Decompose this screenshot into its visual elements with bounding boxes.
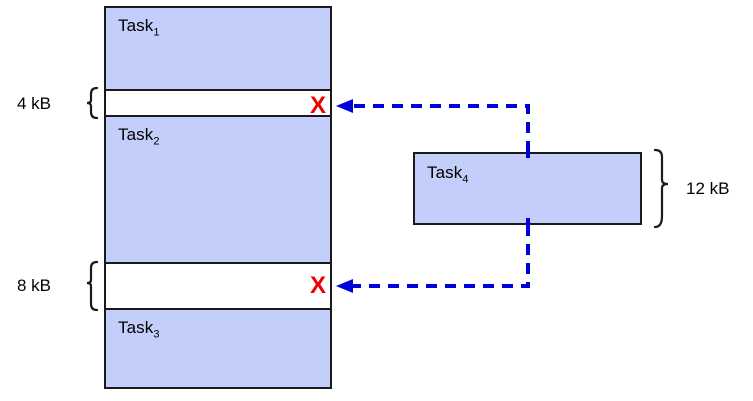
memory-block-task3 [104, 308, 332, 389]
memory-block-task3-label: Task3 [118, 318, 160, 341]
memory-block-task2 [104, 115, 332, 264]
incoming-task4-box [413, 152, 642, 225]
reject-mark-hole-4kb: X [310, 92, 327, 119]
incoming-task4-label: Task4 [427, 163, 469, 186]
memory-block-task1-label: Task1 [118, 16, 160, 39]
arrow-task4-to-hole-4kb [348, 104, 530, 152]
arrowhead-hole-4kb [336, 99, 353, 113]
memory-hole-4kb [104, 91, 332, 115]
brace-8kb [86, 260, 99, 312]
task1-subscript: 1 [153, 26, 160, 39]
task4-subscript: 4 [462, 173, 469, 186]
brace-12kb [653, 148, 669, 229]
hole-8kb-size-label: 8 kB [17, 276, 52, 295]
task4-size-label: 12 kB [686, 179, 730, 198]
task3-subscript: 3 [153, 328, 160, 341]
reject-mark-hole-8kb: X [310, 272, 327, 299]
brace-4kb [86, 86, 99, 120]
arrowhead-hole-8kb [336, 279, 353, 293]
memory-block-task1 [104, 6, 332, 91]
hole-4kb-size-label: 4 kB [17, 94, 52, 113]
memory-hole-8kb [104, 264, 332, 308]
arrow-task4-to-hole-8kb [348, 225, 530, 288]
memory-block-task2-label: Task2 [118, 125, 160, 148]
task2-subscript: 2 [153, 135, 160, 148]
